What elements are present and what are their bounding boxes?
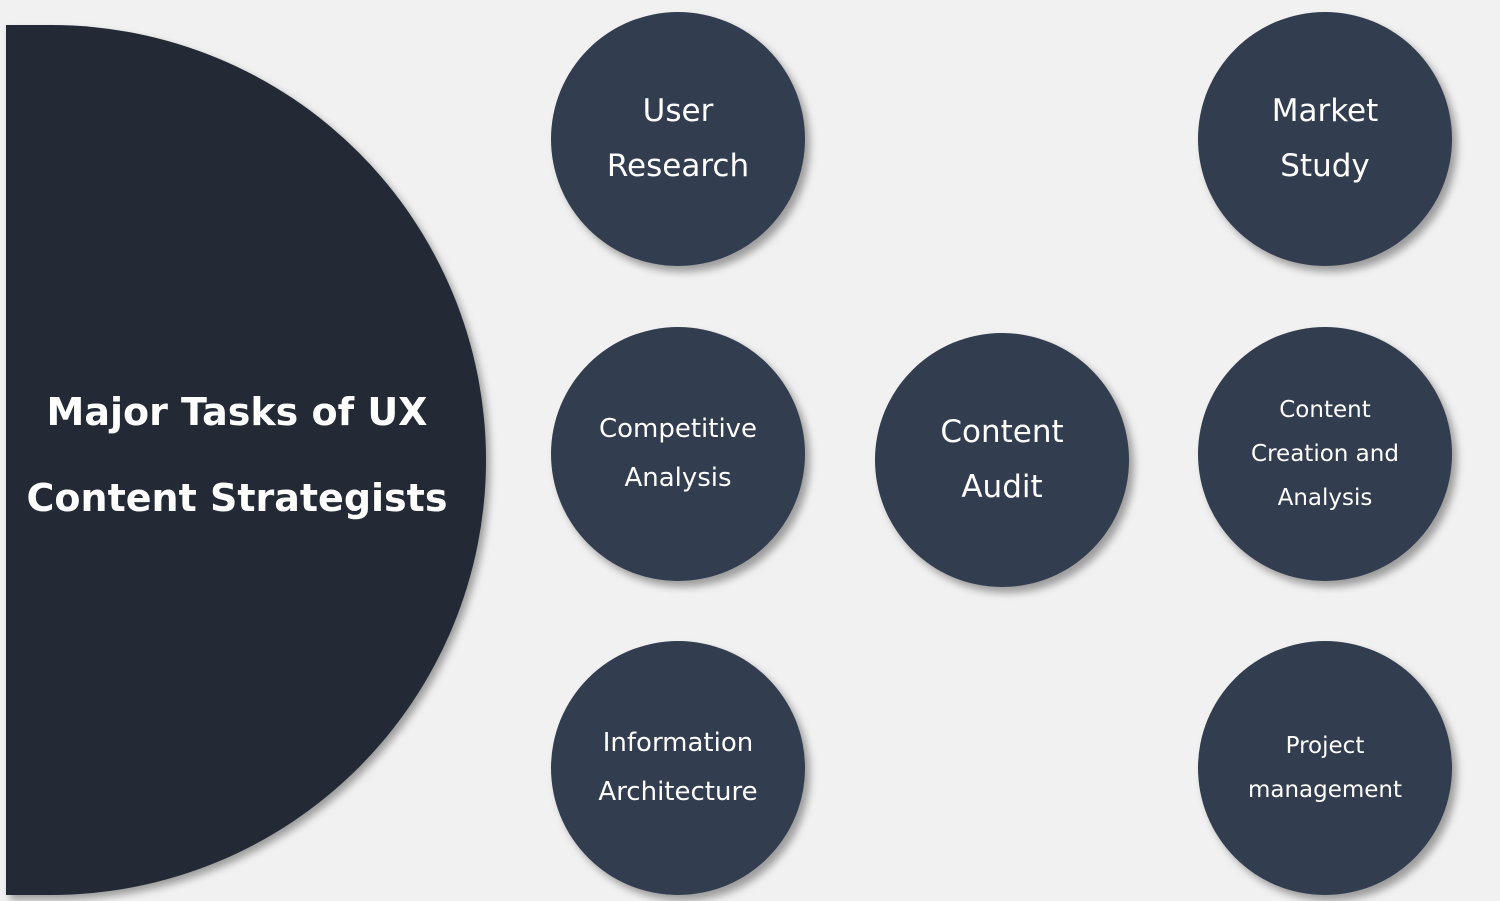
task-label-line: Study: [1280, 148, 1370, 184]
task-market-study: Market Study: [1198, 12, 1452, 266]
task-content-audit: Content Audit: [875, 333, 1129, 587]
central-topic-half-circle: Major Tasks of UX Content Strategists: [6, 25, 486, 895]
task-label-line: Analysis: [1277, 485, 1373, 511]
task-label-line: Research: [606, 148, 750, 184]
task-label-line: Analysis: [624, 463, 732, 493]
diagram-title-line-1: Major Tasks of UX: [46, 390, 428, 434]
task-competitive-analysis: Competitive Analysis: [551, 327, 805, 581]
task-label-line: Market: [1271, 93, 1379, 129]
task-label-line: Content: [1279, 397, 1371, 423]
task-label-line: Content: [940, 414, 1064, 450]
task-information-architecture: Information Architecture: [551, 641, 805, 895]
task-label-line: Competitive: [598, 414, 758, 444]
task-label-line: management: [1247, 777, 1403, 803]
task-content-creation-and-analysis: Content Creation and Analysis: [1198, 327, 1452, 581]
diagram-title-line-2: Content Strategists: [26, 476, 448, 520]
task-label-line: Project: [1285, 733, 1365, 759]
task-project-management: Project management: [1198, 641, 1452, 895]
task-label-line: User: [642, 93, 714, 129]
task-label-line: Architecture: [598, 777, 758, 807]
task-label-line: Creation and: [1251, 441, 1399, 467]
task-label-line: Information: [602, 728, 754, 758]
task-label-line: Audit: [961, 469, 1043, 505]
diagram-title: Major Tasks of UX Content Strategists: [27, 369, 448, 541]
task-user-research: User Research: [551, 12, 805, 266]
